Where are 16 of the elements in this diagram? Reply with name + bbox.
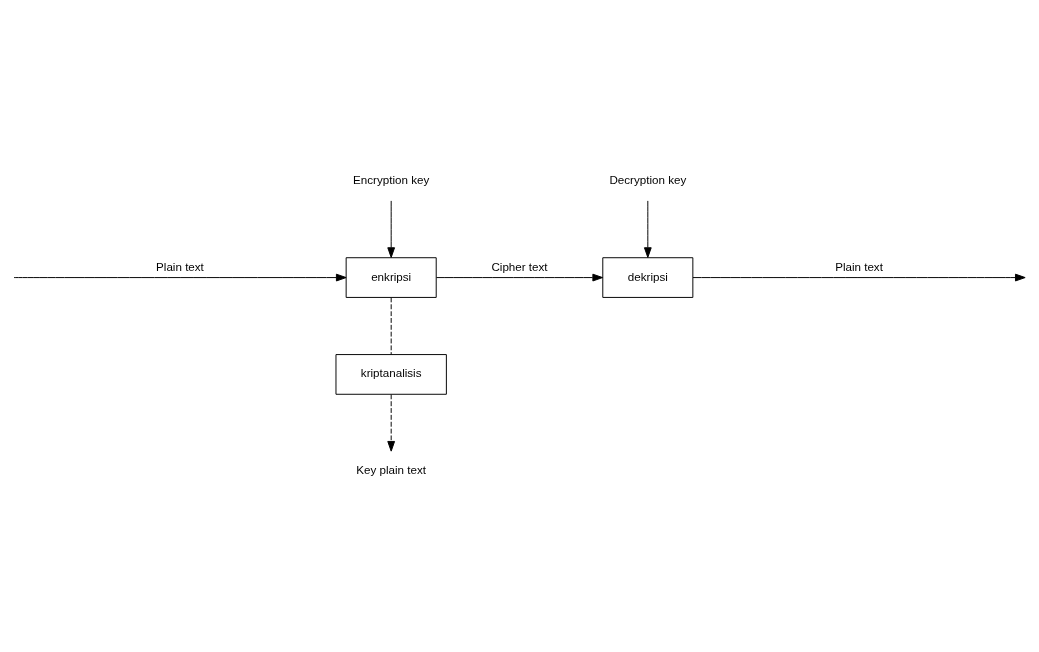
edge-label: Plain text <box>835 260 883 274</box>
node-text: Key plain text <box>356 463 427 477</box>
node-box: kriptanalisis <box>335 354 447 395</box>
node-text: Decryption key <box>609 172 687 186</box>
edge-label: Plain text <box>156 260 204 274</box>
arrow <box>13 273 347 282</box>
node-box: dekripsi <box>602 257 694 298</box>
edge-label: Cipher text <box>491 260 548 274</box>
arrow <box>387 394 396 452</box>
connector <box>390 297 392 355</box>
node-text: Encryption key <box>353 172 430 186</box>
node-box: enkripsi <box>345 257 437 298</box>
arrow <box>436 273 604 282</box>
arrow <box>387 200 396 258</box>
arrow <box>643 200 652 258</box>
arrow <box>692 273 1026 282</box>
